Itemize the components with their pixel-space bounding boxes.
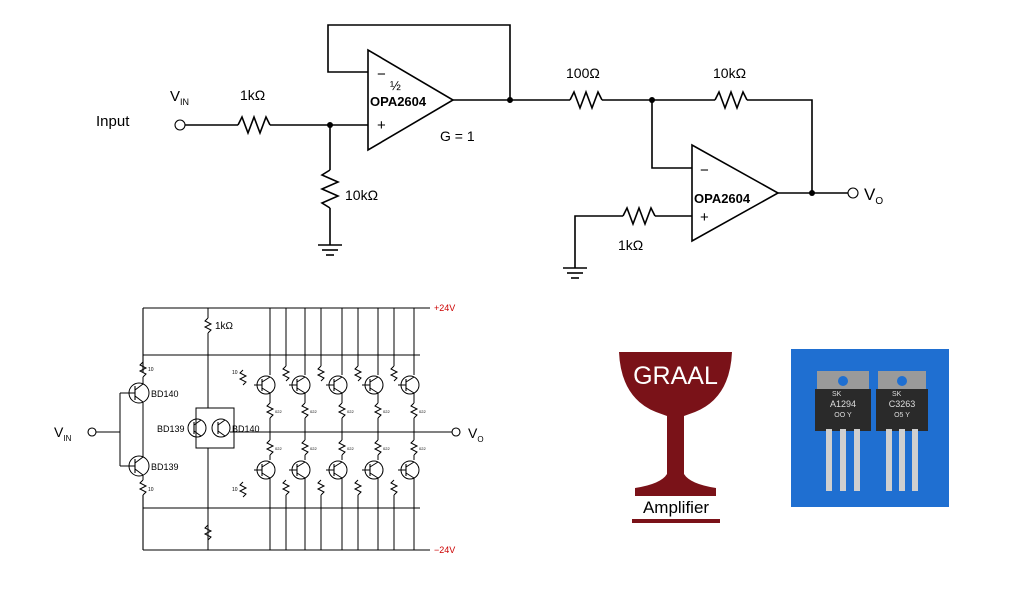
r-top-label: 1kΩ: [215, 321, 234, 332]
output-transistor-upper: [398, 375, 420, 395]
r-plus-label: 1kΩ: [618, 237, 643, 253]
opamp2-minus: −: [700, 162, 709, 179]
emitter-resistor: [337, 402, 347, 419]
vin-label-bottom: VIN: [54, 424, 72, 443]
input-label: Input: [96, 113, 130, 130]
output-terminal: [847, 187, 859, 199]
left-brand: SK: [832, 391, 842, 398]
svg-text:10: 10: [148, 367, 154, 373]
resistor-100-series: [569, 89, 603, 111]
graal-logo: GRAAL Amplifier: [619, 352, 732, 523]
emitter-resistor: [409, 439, 419, 456]
ground-symbol: [318, 244, 342, 256]
node-dot: [809, 190, 815, 196]
emitter-r-label: 022: [310, 446, 317, 451]
emitter-r-label: 022: [347, 446, 354, 451]
output-transistor-lower: [289, 460, 311, 480]
opamp1-name: OPA2604: [370, 94, 427, 109]
right-brand: SK: [892, 391, 902, 398]
input-terminal: [174, 119, 186, 131]
right-marking: C3263: [889, 399, 916, 409]
emitter-r-label: 022: [347, 409, 354, 414]
vplus-label: +24V: [434, 303, 455, 313]
opamp1-minus: −: [377, 66, 386, 83]
resistor-1k-plus: [622, 205, 656, 227]
output-transistor-lower: [254, 460, 276, 480]
left-code: OO Y: [834, 412, 852, 419]
output-transistor-lower: [326, 460, 348, 480]
r10-bot-label: 10: [232, 487, 238, 493]
r-series-label: 100Ω: [566, 65, 600, 81]
transistor-bd140-bias: [211, 418, 231, 438]
node-dot: [507, 97, 513, 103]
output-transistor-upper: [254, 375, 276, 395]
emitter-resistor: [265, 402, 275, 419]
r-feedback-label: 10kΩ: [713, 65, 746, 81]
emitter-r-label: 022: [275, 446, 282, 451]
left-marking: A1294: [830, 399, 856, 409]
opamp-1: [367, 48, 455, 152]
opamp2-plus: +: [700, 209, 709, 226]
top-circuit: Input VIN 1kΩ 10kΩ − ½ OPA2604 + G = 1: [96, 24, 883, 279]
vo-label: VO: [864, 185, 883, 207]
r-in-label: 1kΩ: [240, 87, 265, 103]
emitter-resistor: [373, 439, 383, 456]
transistor-photo: SK A1294 OO Y SK C3263 O5 Y: [791, 349, 949, 507]
opamp1-half: ½: [390, 78, 401, 93]
vin-label: VIN: [170, 88, 189, 107]
emitter-resistor: [373, 402, 383, 419]
output-transistor-upper: [362, 375, 384, 395]
vin-terminal-bottom: [87, 427, 97, 437]
right-code: O5 Y: [894, 412, 910, 419]
logo-underline: [632, 519, 720, 523]
output-transistor-lower: [362, 460, 384, 480]
transistor-bd139-bias: [187, 418, 207, 438]
emitter-resistor: [265, 439, 275, 456]
transistor-c3263: SK C3263 O5 Y: [876, 371, 928, 491]
emitter-resistor: [409, 402, 419, 419]
emitter-resistor: [300, 439, 310, 456]
r10-top-label: 10: [232, 370, 238, 376]
chalice-shape: [619, 352, 732, 496]
resistor-10k-feedback: [714, 89, 748, 111]
opamp-2: [691, 143, 780, 243]
emitter-resistor: [337, 439, 347, 456]
emitter-r-label: 022: [275, 409, 282, 414]
transistor-a1294: SK A1294 OO Y: [815, 371, 871, 491]
opamp1-plus: +: [377, 117, 386, 134]
logo-text: GRAAL: [633, 362, 718, 390]
q4-label: BD140: [232, 424, 260, 434]
output-transistor-upper: [326, 375, 348, 395]
q1-label: BD140: [151, 389, 179, 399]
emitter-r-label: 022: [310, 409, 317, 414]
emitter-r-label: 022: [419, 446, 426, 451]
resistor-1k-input: [237, 114, 271, 136]
opamp2-name: OPA2604: [694, 191, 751, 206]
r-gnd-label: 10kΩ: [345, 187, 378, 203]
output-transistor-upper: [289, 375, 311, 395]
emitter-resistor: [300, 402, 310, 419]
vminus-label: −24V: [434, 545, 455, 555]
svg-text:10: 10: [148, 487, 154, 493]
gain-label: G = 1: [440, 128, 475, 144]
ground-symbol: [563, 267, 587, 279]
emitter-r-label: 022: [419, 409, 426, 414]
resistor-10k-ground: [320, 169, 340, 209]
transistor-bd139-lower: [120, 455, 150, 477]
transistor-bd140-upper: [120, 382, 150, 404]
vo-terminal-bottom: [451, 427, 461, 437]
bias-network: [195, 407, 235, 449]
emitter-r-label: 022: [383, 409, 390, 414]
bottom-circuit: +24V −24V 10 10 BD140 BD139: [54, 303, 484, 555]
q3-label: BD139: [157, 424, 185, 434]
q2-label: BD139: [151, 462, 179, 472]
logo-caption: Amplifier: [643, 498, 709, 517]
emitter-r-label: 022: [383, 446, 390, 451]
vo-label-bottom: VO: [468, 425, 484, 444]
output-transistor-lower: [398, 460, 420, 480]
